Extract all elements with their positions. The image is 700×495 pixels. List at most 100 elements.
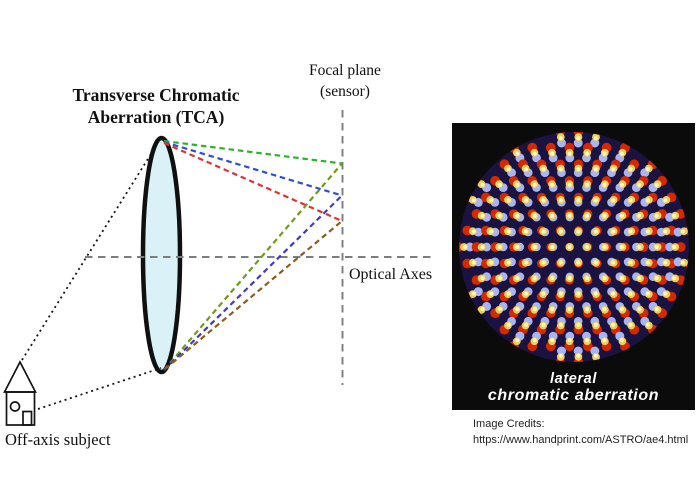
aberration-dot-blob	[506, 229, 511, 234]
aberration-dot-blob	[611, 291, 616, 296]
aberration-dot-blob	[489, 260, 494, 265]
aberration-image-panel: lateral chromatic aberration	[452, 123, 695, 410]
aberration-dot-blob	[646, 291, 650, 296]
aberration-dot-blob	[541, 291, 546, 296]
aberration-dot-blob	[480, 307, 485, 312]
aberration-dot-blob	[593, 167, 598, 172]
aberration-dot-blob	[680, 260, 685, 265]
aberration-dot-blob	[515, 276, 520, 281]
aberration-dot-blob	[471, 229, 476, 234]
lens	[140, 135, 183, 375]
aberration-dot-blob	[585, 182, 590, 187]
aberration-dot-blob	[602, 182, 607, 187]
aberration-dot-blob	[506, 198, 511, 203]
lower-ray-red	[164, 220, 343, 370]
aberration-dot-blob	[550, 213, 555, 218]
aberration-dot-blob	[602, 245, 607, 249]
aberration-dot-blob	[541, 260, 546, 265]
aberration-dot-blob	[506, 291, 511, 296]
aberration-dot-blob	[567, 151, 572, 156]
aberration-dot-blob	[637, 245, 642, 249]
aberration-dot-blob	[663, 229, 668, 234]
aberration-dot-blob	[567, 307, 572, 312]
aberration-dot-blob	[558, 167, 563, 172]
aberration-dot-blob	[465, 242, 475, 252]
aberration-dot-blob	[532, 307, 537, 312]
aberration-dot-blob	[637, 276, 642, 281]
aberration-dot-blob	[541, 229, 546, 234]
image-credits-url: https://www.handprint.com/ASTRO/ae4.html	[473, 433, 689, 446]
aberration-dot-blob	[532, 276, 537, 281]
aberration-dot-blob	[558, 291, 563, 296]
aberration-dot-blob	[498, 276, 502, 281]
aberration-dot-blob	[515, 182, 520, 187]
diagram-title: Transverse Chromatic Aberration (TCA)	[36, 84, 276, 128]
aberration-dot-blob	[585, 245, 590, 249]
aberration-dot-blob	[541, 167, 546, 172]
aberration-dot-blob	[515, 151, 520, 156]
aberration-dot-blob	[593, 291, 598, 296]
lower-ray-green	[163, 162, 343, 371]
aberration-dot-blob	[673, 257, 683, 267]
aberration-dot-blob	[593, 229, 598, 234]
aberration-dot-blob	[573, 132, 584, 137]
aberration-dot-blob	[602, 338, 607, 343]
aberration-dot-blob	[637, 213, 642, 218]
aberration-dot-blob	[602, 151, 607, 156]
house-roof	[3, 360, 37, 393]
aberration-dot-blob	[628, 167, 633, 172]
aberration-dot-blob	[619, 338, 624, 343]
diagram-title-line1: Transverse Chromatic	[72, 85, 240, 105]
aberration-dot-blob	[576, 260, 581, 265]
aberration-dot-blob	[654, 213, 659, 218]
focal-plane-label-line2: (sensor)	[320, 82, 370, 100]
aberration-dot-blob	[557, 138, 566, 148]
house-window	[9, 401, 21, 412]
aberration-dot-blob	[558, 198, 563, 203]
aberration-dot-blob	[654, 182, 659, 187]
aberration-dot-blob	[576, 136, 581, 141]
aberration-dot-blob	[480, 213, 485, 218]
aberration-dot-blob	[573, 138, 583, 148]
aberration-dot-blob	[619, 276, 624, 281]
aberration-dot-blob	[646, 229, 650, 234]
aberration-dot-blob	[459, 242, 464, 252]
aberration-dot-blob	[628, 291, 633, 296]
aberration-dot-blob	[506, 260, 511, 265]
aberration-dot-blob	[567, 213, 572, 218]
aberration-dot-blob	[471, 291, 476, 296]
aberration-dot-blob	[619, 245, 624, 249]
aberration-dot-blob	[619, 182, 624, 187]
aberration-dot-blob	[506, 322, 511, 327]
aberration-dot-blob	[619, 151, 624, 156]
aberration-dot-blob	[585, 338, 590, 343]
aberration-dot-blob	[506, 167, 511, 172]
aberration-dot-blob	[585, 307, 590, 312]
aberration-dot-blob	[593, 136, 598, 141]
aberration-dot-blob	[628, 198, 633, 203]
aberration-dot-blob	[550, 245, 555, 249]
subject-ray-lower	[37, 367, 162, 410]
aberration-dot-blob	[585, 213, 590, 218]
optical-axes-label: Optical Axes	[349, 266, 433, 283]
aberration-dot-blob	[646, 260, 650, 265]
aberration-dot-blob	[524, 260, 529, 265]
aberration-dot-blob	[637, 182, 642, 187]
aberration-dot-blob	[515, 245, 520, 249]
aberration-dot-blob	[576, 322, 581, 327]
aberration-dot-blob	[515, 213, 520, 218]
aberration-dot-blob	[471, 198, 476, 203]
aberration-dot-blob	[593, 260, 598, 265]
aberration-dot-blob	[532, 213, 537, 218]
aberration-dot-blob	[550, 307, 555, 312]
aberration-dot-blob	[573, 346, 583, 356]
aberration-dot-blob	[611, 167, 616, 172]
aberration-dot-blob	[567, 338, 572, 343]
aberration-dot-blob	[576, 198, 581, 203]
aberration-dot-blob	[637, 307, 642, 312]
upper-ray-blue	[163, 140, 343, 197]
focal-plane-label-line1: Focal plane	[309, 62, 381, 79]
aberration-dot-blob	[550, 151, 555, 156]
aberration-dot-blob	[524, 322, 529, 327]
